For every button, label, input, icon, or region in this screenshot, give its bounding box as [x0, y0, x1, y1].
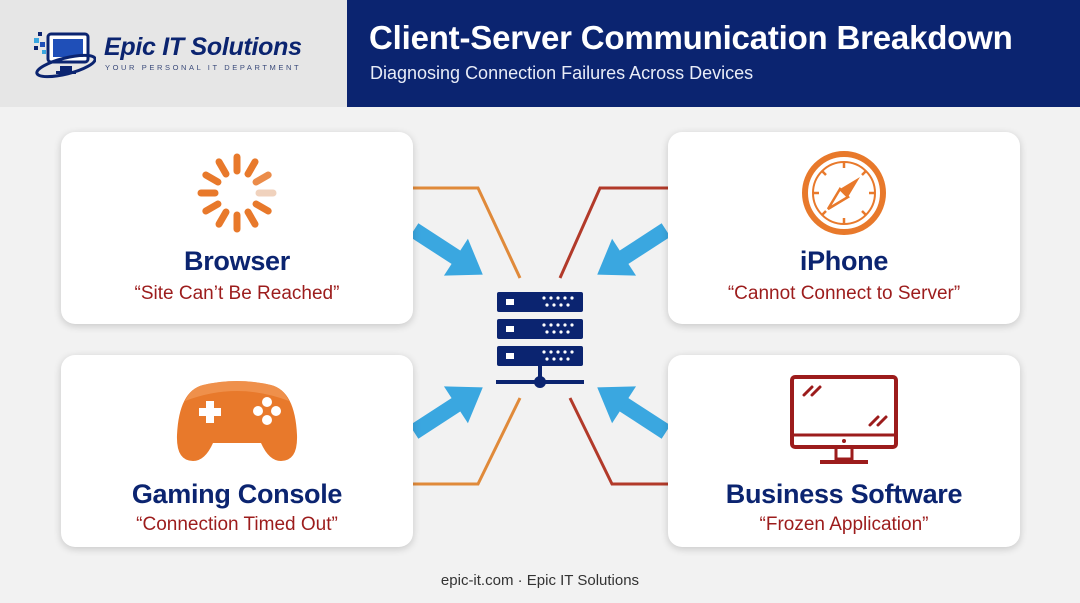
error-message: “Connection Timed Out”: [136, 514, 338, 535]
error-message: “Cannot Connect to Server”: [727, 283, 961, 304]
device-card-gaming-console: Gaming Console “Connection Timed Out”: [61, 355, 413, 547]
connector-line-software: [568, 397, 668, 486]
device-name: Business Software: [725, 479, 963, 509]
arrow-browser-icon: [409, 223, 483, 276]
brand-logo-icon: [34, 32, 96, 79]
error-message: “Frozen Application”: [759, 514, 929, 535]
brand-tagline: YOUR PERSONAL IT DEPARTMENT: [105, 63, 302, 72]
monitor-icon: [790, 375, 898, 464]
footer-text: epic-it.com · Epic IT Solutions: [440, 572, 640, 589]
arrow-console-icon: [409, 386, 483, 439]
page-subtitle: Diagnosing Connection Failures Across De…: [370, 63, 754, 83]
loading-spinner-icon: [197, 153, 277, 233]
device-name: iPhone: [799, 246, 889, 276]
device-card-business-software: Business Software “Frozen Application”: [668, 355, 1020, 547]
error-message: “Site Can’t Be Reached”: [134, 283, 340, 304]
connector-line-iphone: [558, 186, 668, 279]
arrow-iphone-icon: [597, 223, 671, 276]
connector-line-browser: [412, 186, 522, 279]
title-panel: [347, 0, 1080, 107]
brand-name: Epic IT Solutions: [104, 33, 302, 61]
device-card-browser: Browser “Site Can’t Be Reached”: [61, 132, 413, 324]
device-name: Browser: [184, 246, 290, 276]
device-card-iphone: iPhone “Cannot Connect to Server”: [668, 132, 1020, 324]
gamepad-icon: [176, 381, 298, 461]
connector-line-console: [412, 397, 522, 486]
device-name: Gaming Console: [131, 479, 343, 509]
server-icon: [496, 292, 584, 388]
arrow-software-icon: [597, 386, 671, 439]
page-title: Client-Server Communication Breakdown: [369, 19, 1013, 56]
compass-icon: [802, 151, 886, 235]
